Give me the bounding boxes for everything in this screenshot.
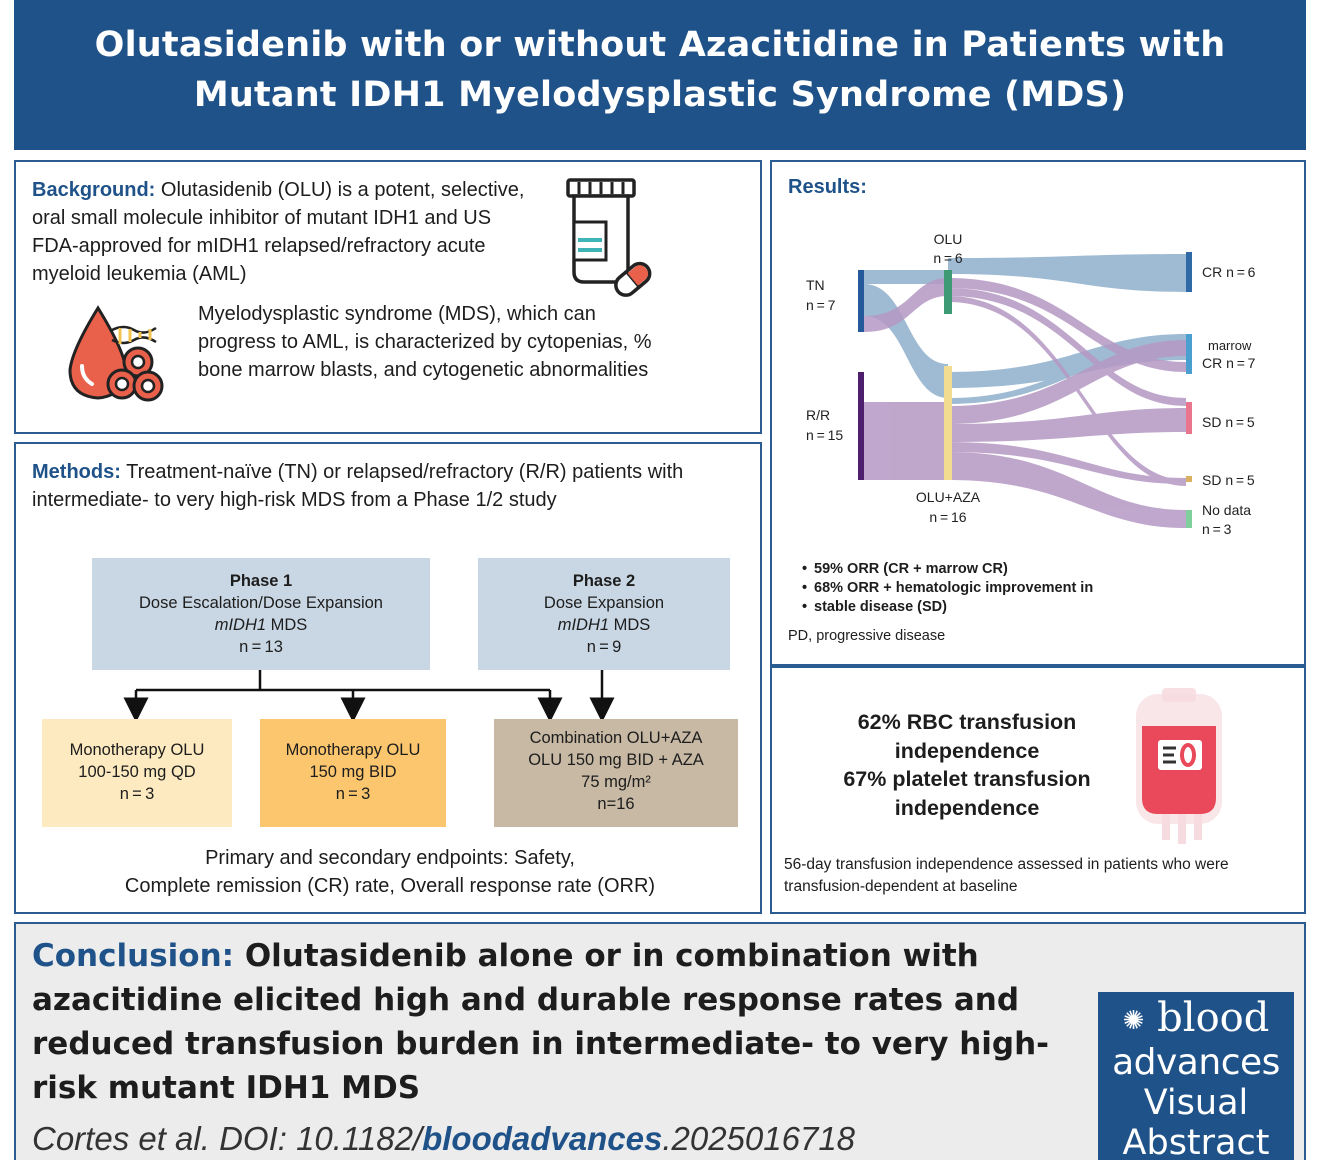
mds-description: Myelodysplastic syndrome (MDS), which ca…: [198, 303, 652, 381]
background-text: Background: Olutasidenib (OLU) is a pote…: [32, 179, 525, 285]
transfusion-panel: 62% RBC transfusion independence 67% pla…: [770, 666, 1306, 914]
background-panel: Background: Olutasidenib (OLU) is a pote…: [14, 160, 762, 434]
olu-aza-node: [944, 366, 952, 480]
phase2-box: Phase 2 Dose Expansion mIDH1 MDS n = 9: [478, 558, 730, 670]
tn-n: n = 7: [806, 297, 836, 313]
sd-node-1: [1186, 402, 1192, 434]
conclusion-panel: Conclusion: Olutasidenib alone or in com…: [14, 922, 1306, 1160]
pill-bottle-icon: [546, 176, 656, 307]
olu-n: n = 6: [933, 250, 963, 266]
study-flow-connectors: [123, 670, 615, 723]
sd-label-2: SD n = 5: [1202, 472, 1255, 488]
methods-heading: Methods:: [32, 461, 121, 483]
olu-aza-n: n = 16: [929, 509, 966, 525]
ash-seal-icon: ✺: [1122, 1006, 1145, 1036]
blood-cells-dna-icon: [64, 304, 164, 409]
results-panel: Results:: [770, 160, 1306, 666]
conclusion-heading: Conclusion:: [32, 938, 235, 974]
cr-label: CR n = 6: [1202, 264, 1256, 280]
sd-node-2: [1186, 476, 1192, 482]
marrow-label: marrow: [1208, 338, 1252, 353]
bullet-orr-hi-cont: stable disease (SD): [802, 598, 1093, 617]
cr-node: [1186, 252, 1192, 292]
results-heading: Results:: [788, 176, 867, 198]
bullet-orr-hi: 68% ORR + hematologic improvement in: [802, 579, 1093, 598]
marrow-cr-label: CR n = 7: [1202, 355, 1256, 371]
blood-advances-logo: ✺ blood advances Visual Abstract: [1098, 992, 1294, 1160]
methods-text: Methods: Treatment-naïve (TN) or relapse…: [32, 461, 684, 511]
endpoints-text: Primary and secondary endpoints: Safety,…: [124, 847, 656, 897]
arm-monotherapy-bid: Monotherapy OLU 150 mg BID n = 3: [260, 719, 446, 827]
results-bullets: 59% ORR (CR + marrow CR) 68% ORR + hemat…: [802, 560, 1093, 617]
rr-n: n = 15: [806, 427, 843, 443]
bullet-orr: 59% ORR (CR + marrow CR): [802, 560, 1093, 579]
rr-flows: [864, 278, 1186, 528]
sd-label-1: SD n = 5: [1202, 414, 1255, 430]
no-data-node: [1186, 510, 1192, 528]
citation: Cortes et al. DOI: 10.1182/bloodadvances…: [32, 1120, 856, 1157]
tn-node: [858, 270, 864, 332]
main-title: Olutasidenib with or without Azacitidine…: [94, 25, 1226, 115]
olu-label: OLU: [934, 231, 963, 247]
arm-combination: Combination OLU+AZA OLU 150 mg BID + AZA…: [494, 719, 738, 827]
logo-advances: advances: [1112, 1042, 1280, 1083]
no-data-label: No data: [1202, 502, 1251, 518]
blood-bag-icon: [1132, 686, 1232, 853]
logo-visual-abstract: Visual Abstract: [1122, 1083, 1270, 1160]
no-data-n: n = 3: [1202, 521, 1232, 537]
transfusion-note: 56-day transfusion independence assessed…: [784, 856, 1229, 895]
abbreviation-note: PD, progressive disease: [788, 628, 946, 644]
logo-blood: ✺ blood: [1122, 995, 1270, 1041]
tn-flows: [864, 254, 1186, 404]
conclusion-text: Conclusion: Olutasidenib alone or in com…: [32, 938, 1050, 1106]
background-heading: Background:: [32, 179, 156, 201]
response-sankey-diagram: TN n = 7 R/R n = 15 OLU n = 6 OLU+AZA n …: [806, 231, 1256, 537]
title-banner: Olutasidenib with or without Azacitidine…: [14, 0, 1306, 150]
arm-monotherapy-qd: Monotherapy OLU 100-150 mg QD n = 3: [42, 719, 232, 827]
rr-label: R/R: [806, 407, 830, 423]
tn-label: TN: [806, 277, 825, 293]
olu-node: [944, 270, 952, 314]
olu-aza-label: OLU+AZA: [916, 489, 981, 505]
marrow-cr-node: [1186, 334, 1192, 374]
methods-panel: Methods: Treatment-naïve (TN) or relapse…: [14, 442, 762, 914]
transfusion-stats: 62% RBC transfusion independence 67% pla…: [843, 710, 1091, 820]
rr-node: [858, 372, 864, 480]
phase1-box: Phase 1 Dose Escalation/Dose Expansion m…: [92, 558, 430, 670]
